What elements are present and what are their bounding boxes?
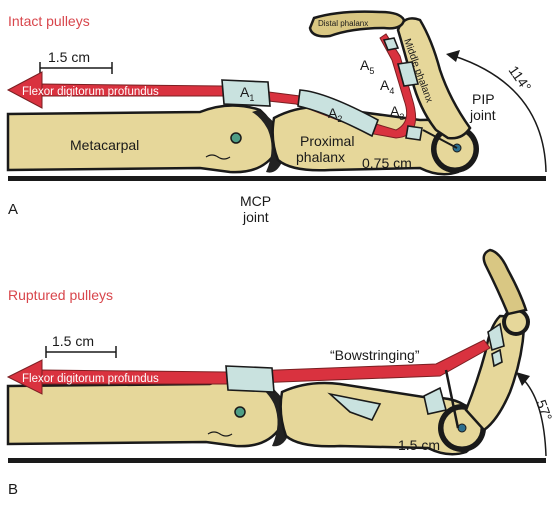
pulley-a3 — [406, 126, 422, 140]
panel-b-scale-label: 1.5 cm — [52, 333, 94, 349]
panel-b-title: Ruptured pulleys — [8, 287, 113, 303]
panel-a-title: Intact pulleys — [8, 13, 90, 29]
panel-b-tendon-label: Flexor digitorum profundus — [22, 373, 159, 385]
panel-b-angle-label: 57° — [533, 398, 553, 423]
pip-label-2: joint — [469, 107, 496, 123]
panel-b-mcp-axis-dot — [235, 407, 245, 417]
panel-b-pulley-a5 — [492, 350, 502, 366]
panel-a-tendon-label: Flexor digitorum profundus — [22, 86, 159, 98]
pip-label-1: PIP — [472, 91, 495, 107]
mcp-label-2: joint — [242, 209, 269, 225]
panel-b-distal-phalanx-bone — [484, 250, 526, 314]
panel-a-moment-arm-label: 0.75 cm — [362, 155, 412, 171]
mcp-axis-dot — [231, 133, 241, 143]
panel-a: Intact pulleys 1.5 cm Metacarpal Proxima… — [8, 12, 546, 225]
panel-b-pulley-a1 — [226, 366, 274, 392]
bowstring-label: “Bowstringing” — [330, 347, 420, 363]
mcp-label-1: MCP — [240, 193, 271, 209]
panel-a-letter: A — [8, 201, 18, 218]
panel-b-torn-pulley-a3 — [424, 388, 446, 414]
distal-phalanx-label: Distal phalanx — [318, 19, 368, 28]
panel-b-scale-bar: 1.5 cm — [46, 333, 116, 358]
panel-a-baseline — [8, 176, 546, 181]
panel-b-letter: B — [8, 481, 18, 498]
proximal-label-1: Proximal — [300, 133, 354, 149]
panel-a-angle-arrowhead — [446, 50, 460, 62]
pulley-a5-label: A5 — [360, 57, 374, 76]
panel-b: Ruptured pulleys 1.5 cm Flexor — [8, 250, 553, 498]
panel-a-angle-label: 114° — [506, 63, 535, 95]
panel-a-scale-label: 1.5 cm — [48, 49, 90, 65]
panel-b-baseline — [8, 458, 546, 463]
proximal-label-2: phalanx — [296, 149, 345, 165]
panel-b-pip-axis-dot — [458, 424, 466, 432]
panel-a-scale-bar: 1.5 cm — [40, 49, 112, 74]
panel-b-moment-arm-label: 1.5 cm — [398, 437, 440, 453]
pulley-a4-label: A4 — [380, 77, 394, 96]
metacarpal-label: Metacarpal — [70, 137, 139, 153]
